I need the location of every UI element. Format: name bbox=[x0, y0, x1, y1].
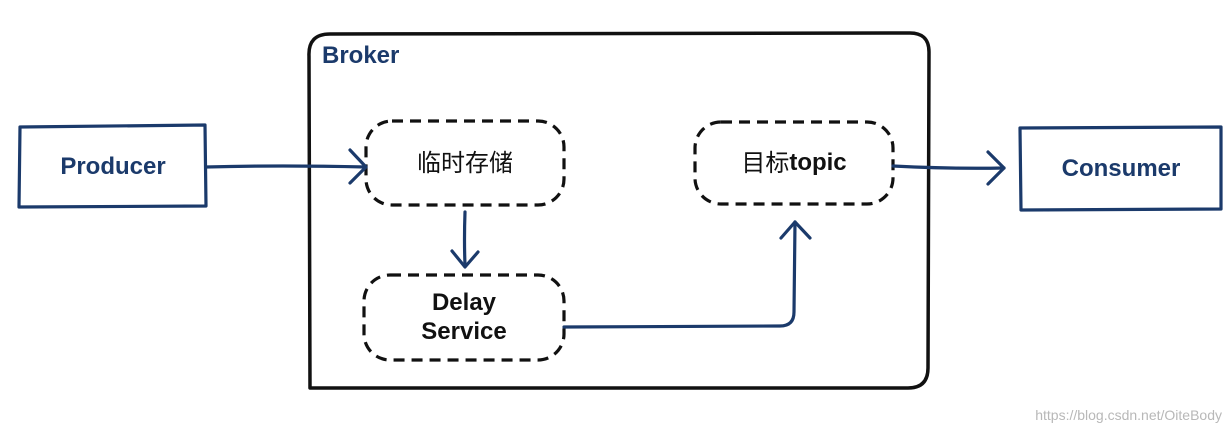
temp-storage-label: 临时存储 bbox=[417, 148, 513, 177]
delay-service-box bbox=[362, 273, 566, 362]
temp-storage-box bbox=[364, 119, 566, 207]
watermark: https://blog.csdn.net/OiteBody bbox=[1035, 407, 1222, 423]
producer-box bbox=[17, 123, 208, 209]
consumer-box bbox=[1018, 125, 1223, 212]
arrow-topic-to-consumer bbox=[891, 150, 1006, 186]
producer-label: Producer bbox=[60, 152, 166, 180]
delay-service-label: Delay Service bbox=[364, 275, 564, 360]
target-topic-label-en: topic bbox=[789, 148, 847, 176]
broker-box bbox=[307, 31, 931, 390]
broker-title: Broker bbox=[322, 42, 400, 69]
consumer-label: Consumer bbox=[1061, 154, 1181, 182]
arrow-delay-to-topic bbox=[562, 220, 812, 329]
target-topic-box bbox=[693, 120, 895, 206]
delay-service-line1: Delay bbox=[431, 288, 497, 316]
arrow-producer-to-storage bbox=[204, 148, 368, 185]
arrow-storage-to-delay bbox=[450, 210, 480, 269]
delay-service-line2: Service bbox=[421, 317, 507, 345]
target-topic-label-cn: 目标 bbox=[741, 148, 790, 177]
